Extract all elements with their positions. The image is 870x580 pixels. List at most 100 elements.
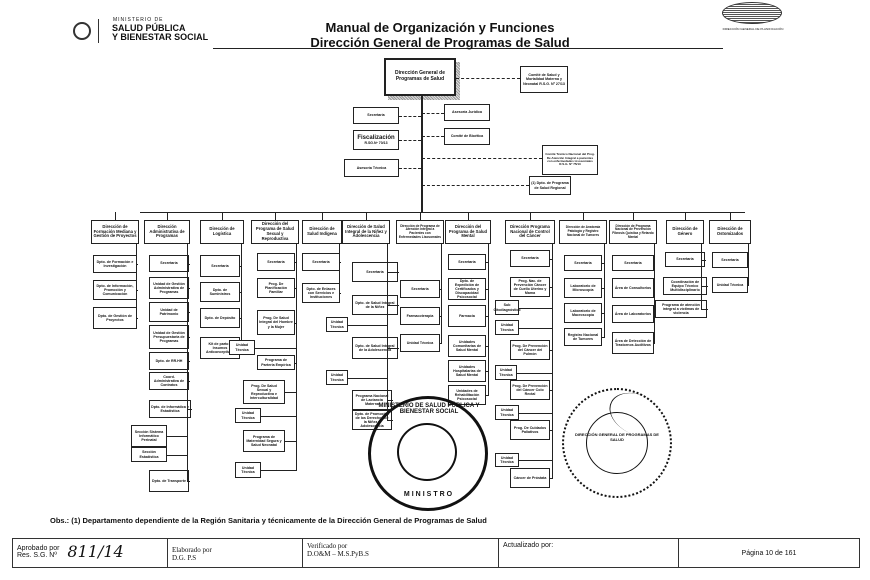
direction-box[interactable]: Dirección de Programa Nacional de Preven… xyxy=(609,220,657,244)
comite-bioetica-box[interactable]: Comité de Bioética xyxy=(444,128,490,145)
asesoria-tecnica-box[interactable]: Asesoría Técnica xyxy=(344,159,399,177)
unit-box[interactable]: Laboratorio de Macroscopía xyxy=(564,303,602,323)
unit-box[interactable]: Unidad Técnica xyxy=(712,277,748,293)
ministry-seal-inner xyxy=(397,423,457,481)
direction-connector xyxy=(583,212,585,220)
unit-box[interactable]: Secretaría xyxy=(200,255,240,277)
unit-box[interactable]: Prog. De Prevención del Cáncer Colo Rect… xyxy=(510,380,550,400)
unit-box[interactable]: Prog. Nac. de Prevención Cáncer de Cuell… xyxy=(510,277,550,297)
unit-box[interactable]: Unidad Técnica xyxy=(495,405,519,420)
ministry-name-line2: Y BIENESTAR SOCIAL xyxy=(112,32,209,42)
unit-box[interactable]: Secretaría xyxy=(400,280,440,298)
unit-box[interactable]: Farmacia xyxy=(448,305,486,327)
unit-box[interactable]: Registro Nacional de Tumores xyxy=(564,328,602,346)
direction-box[interactable]: Dirección de Logística xyxy=(200,220,244,244)
unit-box[interactable]: Dpto. de Enlaces con Servicios e Institu… xyxy=(302,283,340,303)
unit-box[interactable]: Secretaría xyxy=(665,252,705,267)
unit-box[interactable]: Dpto. de Formación e Investigación xyxy=(93,255,137,273)
verificado-cell: Verificado por D.O&M – M.S.PyB.S xyxy=(302,538,499,568)
direction-box[interactable]: Dirección de Anatomía Patología y Regist… xyxy=(559,220,607,244)
direction-box[interactable]: Dirección de Género xyxy=(666,220,704,244)
unit-box[interactable]: Unidad Técnica xyxy=(326,317,348,332)
direction-box[interactable]: Dirección de Programa de Atención Integr… xyxy=(396,220,444,244)
unit-box[interactable]: Secretaría xyxy=(448,254,486,270)
unit-box[interactable]: Unidad Técnica xyxy=(495,365,517,380)
unit-box[interactable]: Sección Estadística xyxy=(131,447,167,462)
unit-box[interactable]: Programa de Maternidad Segura y Salud Ne… xyxy=(243,430,285,452)
secretaria-top-box[interactable]: Secretaría xyxy=(353,107,399,124)
unit-box[interactable]: Unidad Técnica xyxy=(400,334,440,352)
unit-box[interactable]: Unidad Técnica xyxy=(235,408,261,423)
direction-spine xyxy=(654,244,655,343)
unit-box[interactable]: Unidad Técnica xyxy=(326,370,348,385)
unit-box[interactable]: Coord. Administrativa de Contratos xyxy=(149,372,189,390)
unit-box[interactable]: Unidad Técnica xyxy=(235,462,261,478)
unit-box[interactable]: Sección Sistema Informático Perinatal xyxy=(131,425,167,447)
unit-box[interactable]: Secretaría xyxy=(564,255,602,271)
direction-box[interactable]: Dirección Administrativa de Programas xyxy=(144,220,190,244)
unit-box[interactable]: Secretaría xyxy=(612,255,654,271)
unit-box[interactable]: Secretaría xyxy=(257,253,295,271)
directorate-seal-inner xyxy=(586,412,648,474)
unit-box[interactable]: Laboratorio de Microscopía xyxy=(564,278,602,298)
unit-box[interactable]: Unidad de Patrimonio xyxy=(149,302,189,322)
unit-box[interactable]: Dpto. de Gestión de Proyectos xyxy=(93,307,137,329)
unit-box[interactable]: Prog. De Planificación Familiar xyxy=(257,278,295,298)
direction-box[interactable]: Dirección de Ostomizados xyxy=(709,220,751,244)
unit-box[interactable]: Prog. De Salud Integral del Hombre y la … xyxy=(257,310,295,335)
unit-box[interactable]: Área de Laboratorios xyxy=(612,305,654,323)
unit-box[interactable]: Dpto. de Expedición de Certificados y Di… xyxy=(448,278,486,300)
fiscalizacion-box[interactable]: Fiscalización R.SG.Nº 70/13 xyxy=(353,130,399,150)
link-comite-tecnico xyxy=(422,158,542,159)
dpto-regional-box[interactable]: (1) Dpto. de Programa de Salud Regional xyxy=(529,176,571,195)
link-asesoria-tecnica xyxy=(399,168,421,169)
unit-box[interactable]: Secretaría xyxy=(302,253,340,271)
unit-box[interactable]: Área de Consultorios xyxy=(612,278,654,298)
unit-box[interactable]: Programa de atención integral a víctimas… xyxy=(655,300,707,318)
unit-box[interactable]: Sub Citodiagnóstico xyxy=(493,300,521,315)
unit-box[interactable]: Unidades de Rehabilitación Psicosocial xyxy=(448,385,486,405)
comite-tecnico-box[interactable]: Comité Técnico Nacional del Prog. De Ate… xyxy=(542,145,598,175)
direction-box[interactable]: Dirección del Programa de Salud Mental xyxy=(445,220,491,244)
unit-box[interactable]: Unidades Comunitarias de Salud Mental xyxy=(448,335,486,357)
observation-note: Obs.: (1) Departamento dependiente de la… xyxy=(50,516,487,525)
unit-box[interactable]: Dpto. de Suministros xyxy=(200,282,240,302)
comite-salud-box[interactable]: Comité de Salud y Mortalidad Materna y N… xyxy=(520,66,568,93)
unit-box[interactable]: Secretaría xyxy=(712,252,748,268)
unit-box[interactable]: Farmacoterapia xyxy=(400,307,440,325)
main-direction-box[interactable]: Dirección General de Programas de Salud xyxy=(384,58,456,96)
unit-box[interactable]: Dpto. de Transporte xyxy=(149,470,189,492)
unit-box[interactable]: Secretaría xyxy=(149,255,189,272)
unit-box[interactable]: Prog. De Cuidados Paliativos xyxy=(510,420,550,440)
direction-box[interactable]: Dirección de Salud Indígena xyxy=(302,220,342,244)
direction-connector xyxy=(222,212,224,220)
unit-box[interactable]: Secretaría xyxy=(510,250,550,267)
direction-spine xyxy=(136,244,137,318)
unit-box[interactable]: Dpto. de RR.HH xyxy=(149,352,189,370)
unit-box[interactable]: Secretaría xyxy=(352,262,398,282)
unit-connector xyxy=(136,290,138,291)
unit-box[interactable]: Área de Detección de Trastornos Auditivo… xyxy=(612,332,654,354)
unit-box[interactable]: Dpto. de Información, Promoción y Comuni… xyxy=(93,280,137,300)
unit-connector xyxy=(187,361,190,362)
unit-box[interactable]: Programa de Parteria Empírica xyxy=(257,355,295,370)
unit-connector xyxy=(285,441,297,442)
unit-box[interactable]: Unidad Técnica xyxy=(495,320,519,335)
unit-box[interactable]: Unidad Técnica xyxy=(495,453,519,467)
direction-box[interactable]: Dirección Programa Nacional de Control d… xyxy=(505,220,555,244)
unit-box[interactable]: Unidades Hospitalarias de Salud Mental xyxy=(448,360,486,382)
unit-box[interactable]: Unidad de Gestión Presupuestaria de Prog… xyxy=(149,325,189,349)
asesoria-juridica-box[interactable]: Asesoría Jurídica xyxy=(444,104,490,121)
unit-box[interactable]: Prog. De Salud Sexual y Reproductiva e I… xyxy=(243,380,285,404)
unit-box[interactable]: Dpto. de Informática y Estadística xyxy=(149,400,191,418)
unit-box[interactable]: Unidad Técnica xyxy=(229,340,255,355)
unit-box[interactable]: Prog. De Prevención del Cáncer del Pulmó… xyxy=(510,340,550,360)
direction-spine xyxy=(701,244,702,309)
direction-box[interactable]: Dirección de Salud Integral de la Niñez … xyxy=(342,220,390,244)
unit-box[interactable]: Dpto. de Depósito xyxy=(200,308,240,328)
unit-box[interactable]: Coordinación de Equipo Técnico Multidisc… xyxy=(663,277,707,295)
direction-box[interactable]: Dirección de Formación Mediana y Gestión… xyxy=(91,220,139,244)
unit-box[interactable]: Unidad de Gestión Administrativa de Prog… xyxy=(149,277,189,299)
unit-box[interactable]: Cáncer de Próstata xyxy=(510,468,550,488)
direction-box[interactable]: Dirección del Programa de Salud Sexual y… xyxy=(251,220,299,244)
